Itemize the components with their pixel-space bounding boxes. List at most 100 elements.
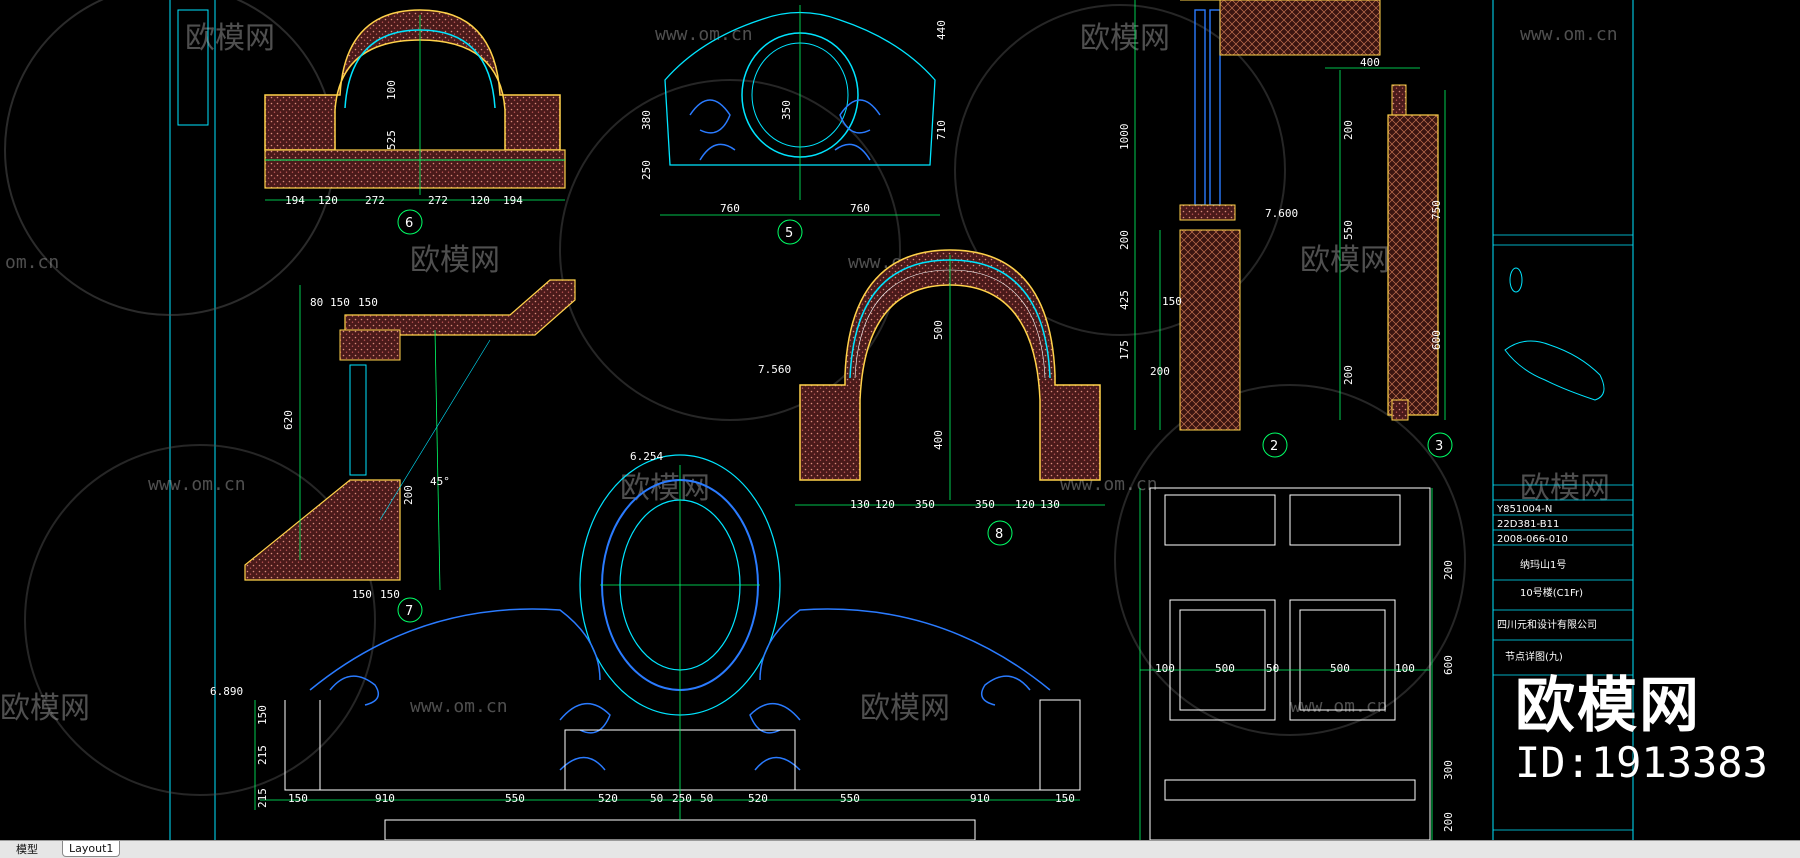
detail-2-dim-6: 150 [1162,295,1182,308]
elevation-mark-2: 7.560 [758,363,791,376]
drawing-frame [169,0,1634,840]
detail-8-dim-7: 500 [932,320,945,340]
watermark-brand-2: 欧模网 [1080,21,1170,56]
watermark-url-5: www.om.cn [148,474,246,495]
detail-8-arch-section[interactable]: 130 120 350 350 120 130 500 400 8 [795,249,1105,546]
cad-drawing-canvas[interactable]: 欧模网 www.om.cn 欧模网 www.om.cn om.cn 欧模网 ww… [0,0,1800,840]
pediment-dim-l2: 215 [256,745,269,765]
detail-7-label: 7 [405,604,413,619]
pediment-dim-b2: 910 [375,792,395,805]
detail-3-dim-5: 750 [1430,200,1443,220]
detail-2-dim-4: 175 [1118,340,1131,360]
pediment-dim-b3: 550 [505,792,525,805]
detail-6-dim-4: 272 [428,194,448,207]
stamp-brand: 欧模网 [1515,671,1701,741]
pediment-dim-l3: 215 [256,788,269,808]
tab-layout1[interactable]: Layout1 [62,841,121,857]
detail-2-wall-section[interactable]: 1000 200 425 175 200 150 2 [1118,0,1381,458]
watermark-url-1: www.om.cn [655,24,753,45]
detail-3-dim-1: 400 [1360,56,1380,69]
door-dimensions: 100 500 50 500 100 200 600 300 200 [1155,560,1455,832]
title-block-row-4: 纳玛山1号 [1520,558,1566,571]
detail-7-dim-1: 80 [310,296,323,309]
pediment-elevation[interactable]: 150 910 550 520 50 250 50 520 550 910 15… [210,207,1298,840]
detail-8-dim-2: 120 [875,498,895,511]
detail-8-dim-5: 120 [1015,498,1035,511]
detail-5-dim-6: 440 [935,20,948,40]
detail-3-column-section[interactable]: 400 200 550 200 750 600 3 [1325,56,1453,458]
detail-6-arch-section[interactable]: 194 120 272 272 120 194 525 100 6 [264,9,566,235]
pediment-dim-l1: 150 [256,705,269,725]
detail-3-dim-6: 600 [1430,330,1443,350]
detail-3-dim-3: 550 [1342,220,1355,240]
detail-6-label: 6 [405,216,413,231]
title-block: Y851004-N 22D381-B11 2008-066-010 纳玛山1号 … [1493,234,1633,831]
title-block-row-2: 22D381-B11 [1497,519,1559,530]
detail-7-dim-6: 150 [352,588,372,601]
detail-5-dim-3: 350 [780,100,793,120]
title-block-row-5: 10号楼(C1Fr) [1520,586,1583,599]
pediment-dim-b4: 520 [598,792,618,805]
detail-6-dim-1: 194 [285,194,305,207]
watermark-url-8: www.om.cn [1290,696,1388,717]
detail-8-dim-4: 350 [975,498,995,511]
layout-tab-bar: 模型 Layout1 [0,840,1800,858]
elevation-mark-1: 6.890 [210,685,243,698]
door-dim-r2: 600 [1442,655,1455,675]
pediment-dim-b6: 250 [672,792,692,805]
detail-3-dim-2: 200 [1342,120,1355,140]
detail-5-dim-1: 760 [720,202,740,215]
detail-6-dim-2: 120 [318,194,338,207]
elevation-mark-4: 6.254 [630,450,663,463]
door-dim-5: 100 [1395,662,1415,675]
door-dim-1: 100 [1155,662,1175,675]
pediment-dim-b7: 50 [700,792,713,805]
detail-5-oculus-elevation[interactable]: 760 760 350 380 250 440 710 5 [640,5,948,245]
stamp-id: ID:1913383 [1515,738,1768,787]
detail-5-dim-2: 760 [850,202,870,215]
detail-8-dim-6: 130 [1040,498,1060,511]
detail-3-label: 3 [1435,439,1443,454]
door-dim-2: 500 [1215,662,1235,675]
pediment-dim-b11: 150 [1055,792,1075,805]
detail-8-dim-1: 130 [850,498,870,511]
tab-model[interactable]: 模型 [10,842,44,857]
detail-6-dim-8: 100 [385,80,398,100]
detail-2-dim-5: 200 [1150,365,1170,378]
title-block-row-6: 四川元和设计有限公司 [1497,618,1597,631]
pediment-dim-b8: 520 [748,792,768,805]
watermark-brand-8: 欧模网 [860,691,950,726]
door-dim-r1: 200 [1442,560,1455,580]
detail-5-dim-4: 380 [640,110,653,130]
detail-7-angle: 45° [430,475,450,488]
door-dim-r4: 200 [1442,812,1455,832]
detail-5-dim-7: 710 [935,120,948,140]
watermark-url-3: om.cn [5,252,59,273]
detail-2-dim-3: 425 [1118,290,1131,310]
watermark-brand-1: 欧模网 [185,21,275,56]
pediment-dim-b5: 50 [650,792,663,805]
watermark-brand-7: 欧模网 [0,691,90,726]
detail-7-dim-5: 200 [402,485,415,505]
detail-7-dim-2: 150 [330,296,350,309]
watermark-layer: 欧模网 www.om.cn 欧模网 www.om.cn om.cn 欧模网 ww… [0,0,1618,796]
detail-2-label: 2 [1270,439,1278,454]
detail-7-dim-7: 150 [380,588,400,601]
watermark-url-2: www.om.cn [1520,24,1618,45]
detail-8-dim-3: 350 [915,498,935,511]
watermark-stamp: 欧模网 ID:1913383 [1515,673,1768,787]
title-block-row-3: 2008-066-010 [1497,534,1568,545]
detail-8-dim-8: 400 [932,430,945,450]
detail-3-dim-4: 200 [1342,365,1355,385]
door-elevation[interactable] [1139,487,1433,840]
detail-7-eave-section[interactable]: 80 150 150 620 200 150 150 45° 7 [244,279,576,623]
title-block-row-7: 节点详图(九) [1505,650,1563,663]
detail-5-dim-5: 250 [640,160,653,180]
detail-5-label: 5 [785,226,793,241]
door-dim-3: 50 [1266,662,1279,675]
watermark-brand-3: 欧模网 [410,243,500,278]
door-dim-4: 500 [1330,662,1350,675]
pediment-dim-b1: 150 [288,792,308,805]
detail-6-dim-7: 525 [385,130,398,150]
detail-6-dim-6: 194 [503,194,523,207]
